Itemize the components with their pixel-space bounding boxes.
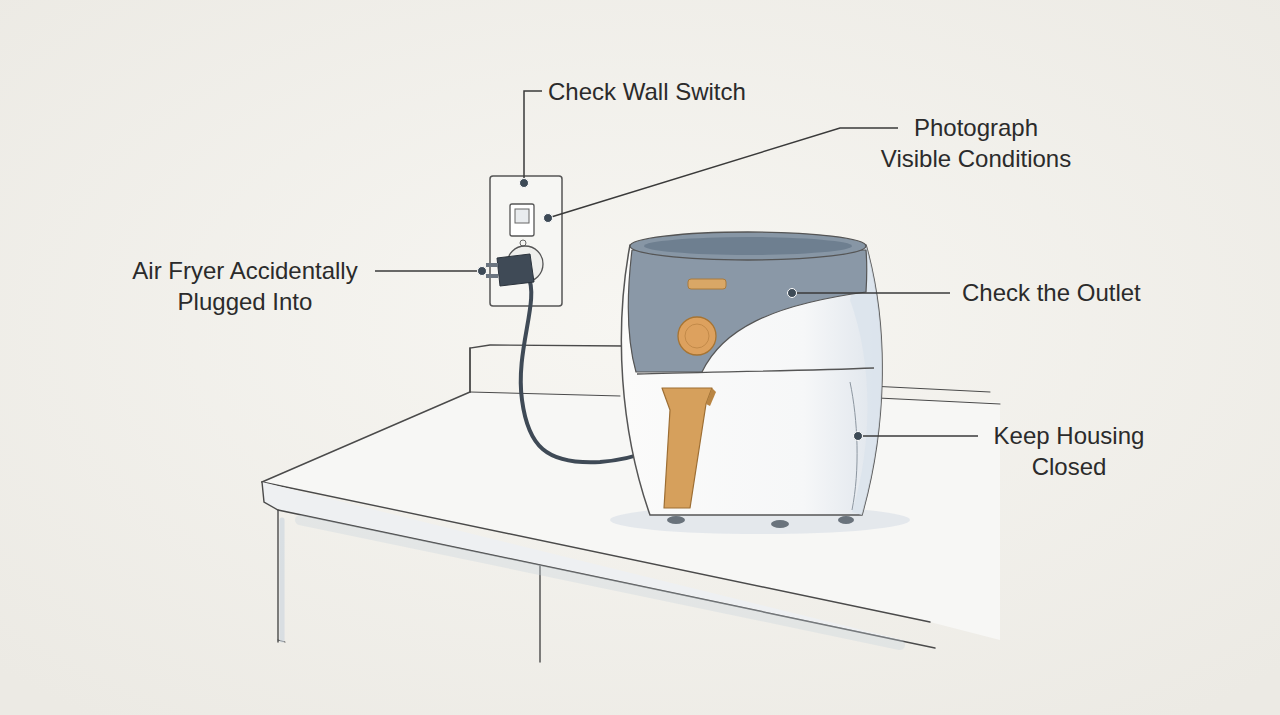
leader-dot [788,289,797,298]
leader-line [548,128,898,218]
leader-line [858,435,978,437]
leader-dot [478,267,487,276]
callout-label: Check Wall Switch [548,76,778,107]
leader-line [375,270,482,272]
air-fryer [610,232,910,534]
leader-dots [478,179,863,441]
callout-label: Keep Housing Closed [984,420,1154,482]
basket-handle [662,388,712,508]
wall-switch [510,204,534,236]
leader-line [524,91,542,183]
callout-label: Photograph Visible Conditions [878,112,1074,174]
leader-dot [544,214,553,223]
leader-dot [854,432,863,441]
leader-line [792,292,950,294]
callout-label: Air Fryer Accidentally Plugged Into [127,255,363,317]
callout-label: Check the Outlet [962,277,1202,308]
leader-dot [520,179,529,188]
wall-plate [490,176,562,306]
leader-lines [375,91,978,436]
plug [497,254,534,286]
